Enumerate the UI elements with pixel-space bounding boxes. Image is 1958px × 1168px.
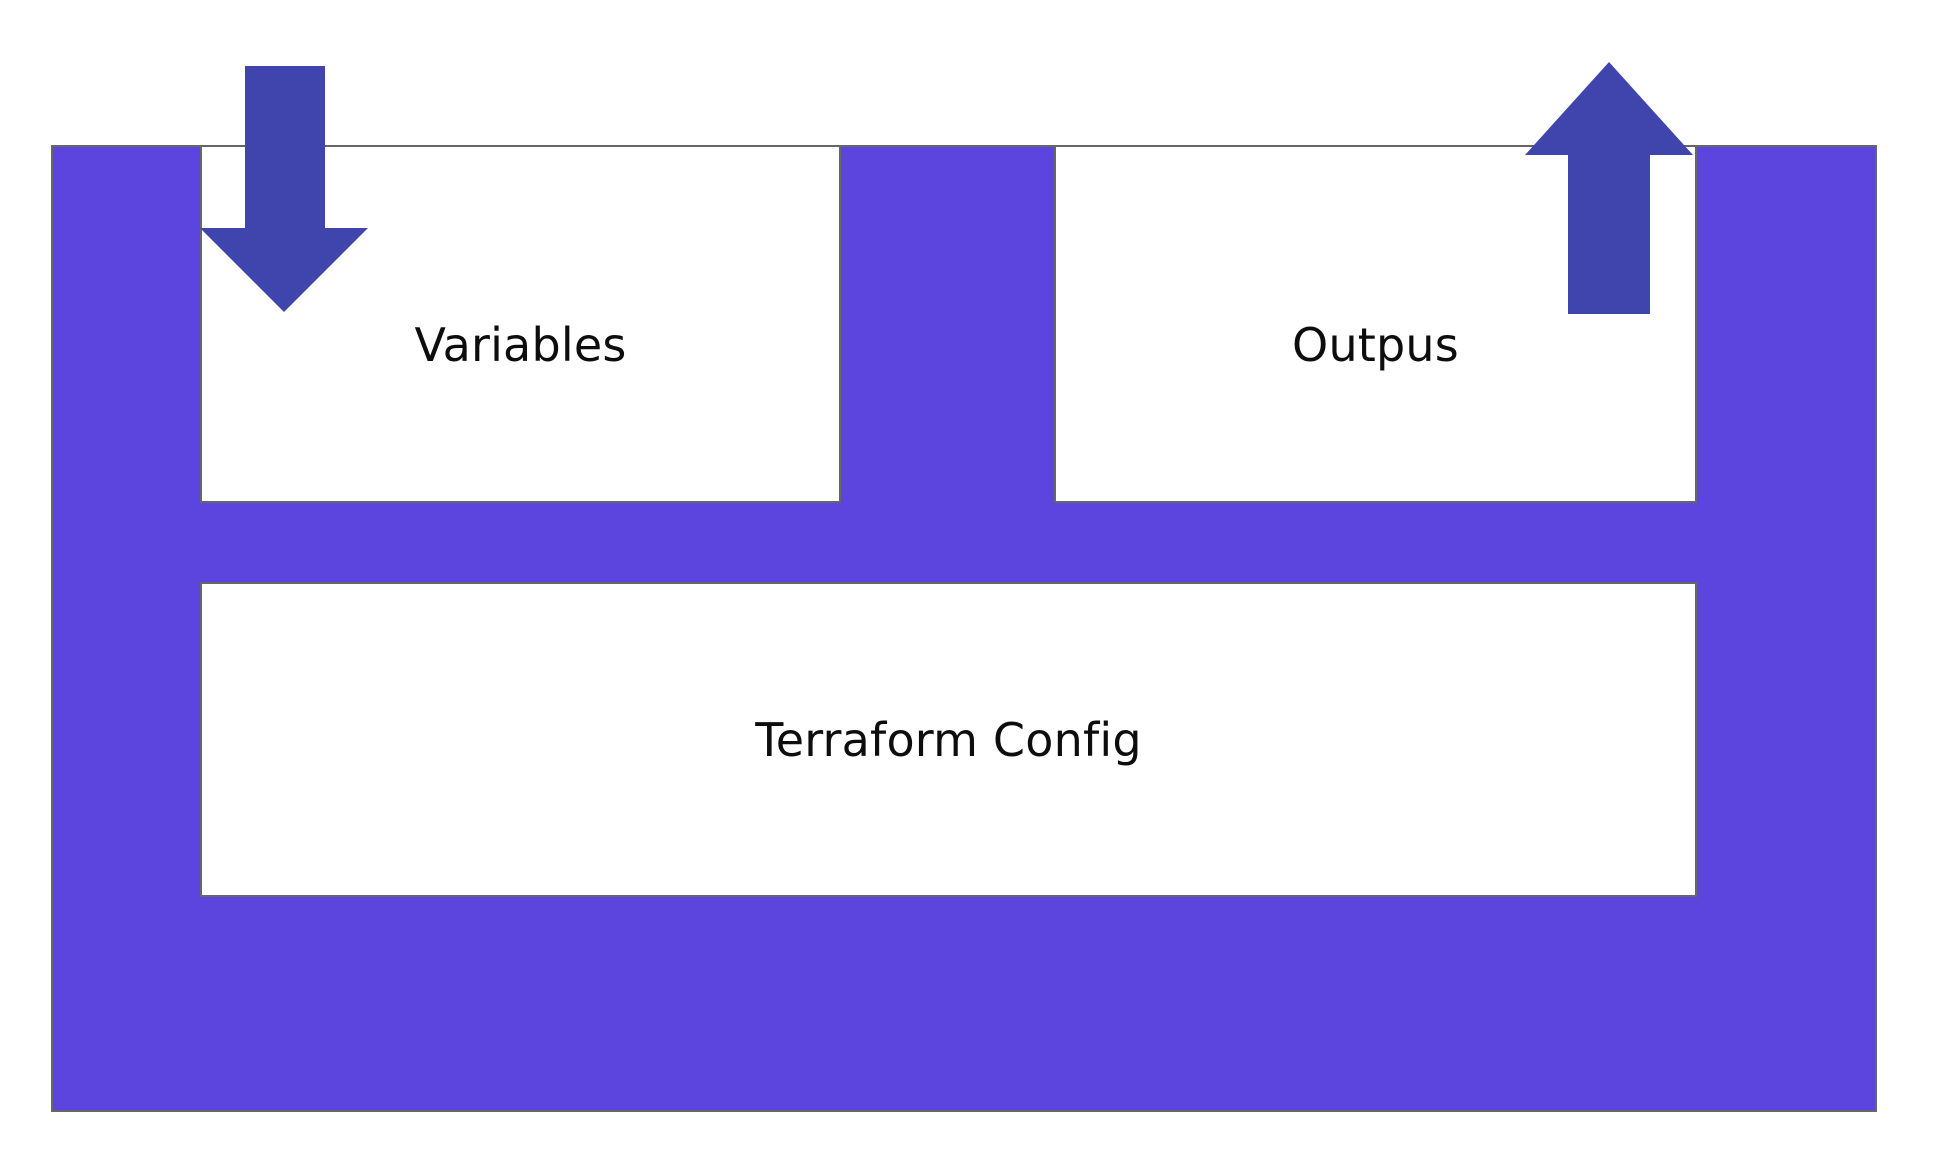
root-module-label: Root Module [819, 1135, 1109, 1168]
variables-box: Variables [200, 145, 841, 503]
outputs-box-label: Outpus [1292, 318, 1459, 372]
terraform-config-box-label: Terraform Config [755, 712, 1142, 767]
terraform-config-box: Terraform Config [200, 582, 1697, 897]
arrow-up-icon [1525, 62, 1693, 314]
arrow-down-icon [200, 66, 368, 312]
variables-box-label: Variables [414, 318, 627, 372]
